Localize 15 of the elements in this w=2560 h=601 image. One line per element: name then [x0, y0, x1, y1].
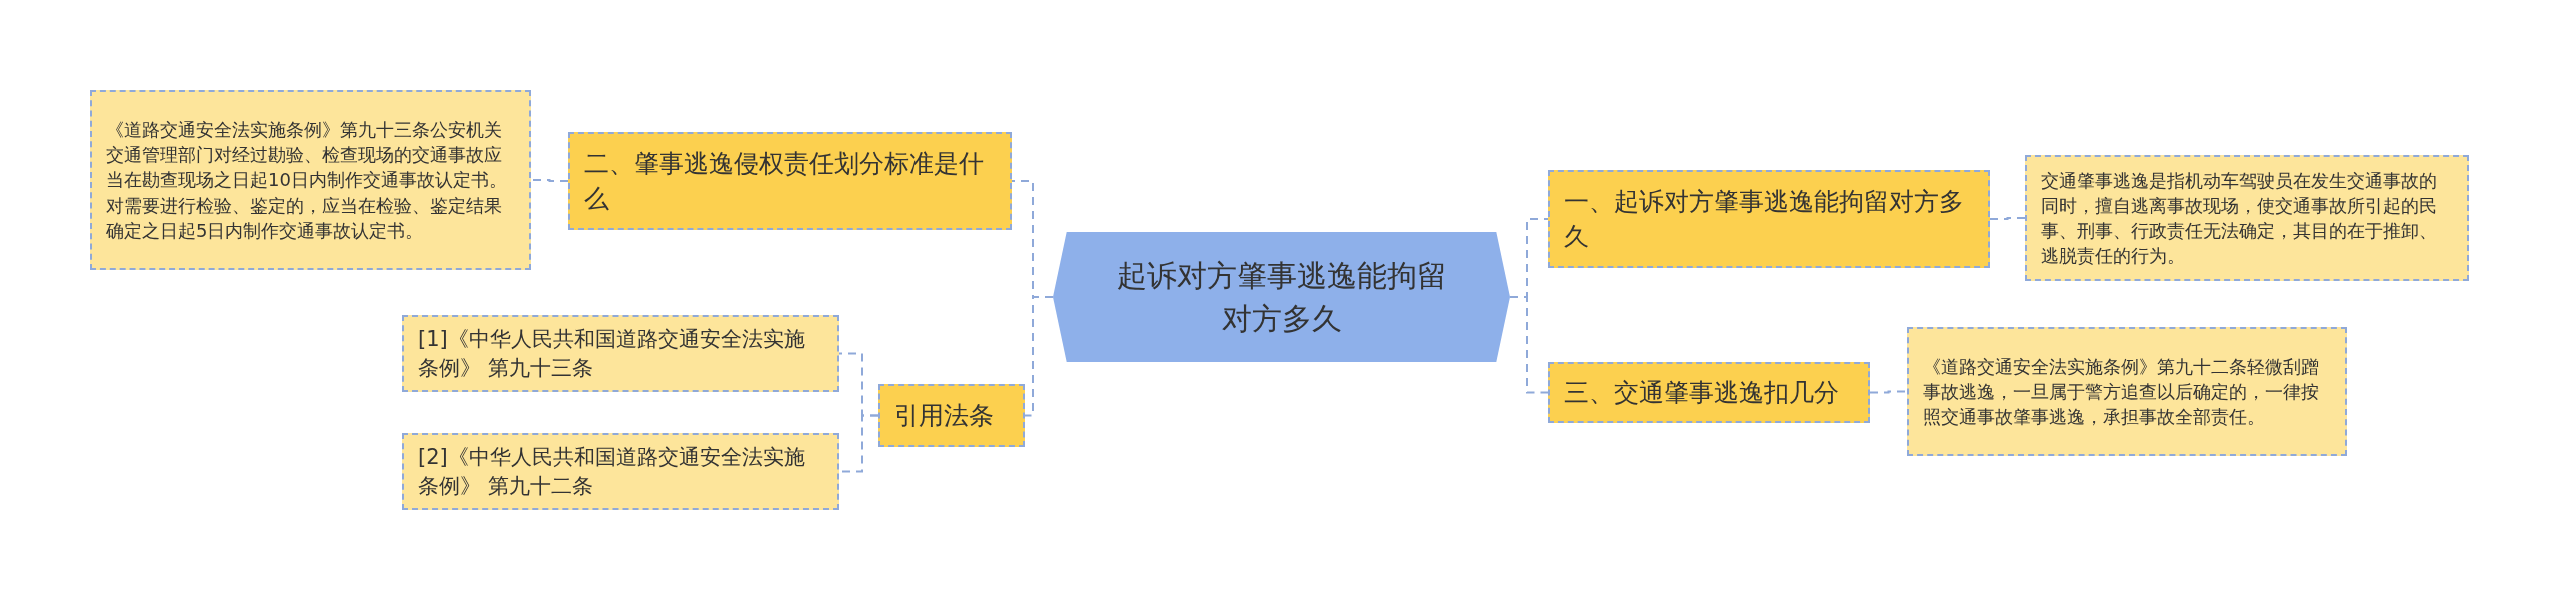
connector-line: [1869, 390, 1908, 394]
connector-line: [1989, 217, 2026, 220]
branch-box: 三、交通肇事逃逸扣几分: [1548, 362, 1870, 423]
connector-line: [1024, 296, 1054, 417]
branch-box: 引用法条: [878, 384, 1025, 447]
note-box: 交通肇事逃逸是指机动车驾驶员在发生交通事故的同时，擅自逃离事故现场，使交通事故所引起的民事、刑事、行政责任无法确定，其目的在于推卸、逃脱责任的行为。: [2025, 155, 2469, 281]
connector-line: [530, 179, 569, 182]
note-box: 《道路交通安全法实施条例》第九十三条公安机关交通管理部门对经过勘验、检查现场的交通事故应当在勘查现场之日起10日内制作交通事故认定书。对需要进行检验、鉴定的，应当在检验、鉴定结果确定之日起5日内制作交通事故认定书。: [90, 90, 531, 270]
branch-box: 二、肇事逃逸侵权责任划分标准是什么: [568, 132, 1012, 230]
note-box: 《道路交通安全法实施条例》第九十二条轻微刮蹭事故逃逸，一旦属于警方追查以后确定的，一律按照交通事故肇事逃逸，承担事故全部责任。: [1907, 327, 2347, 456]
note-box: [2]《中华人民共和国道路交通安全法实施条例》 第九十二条: [402, 433, 839, 510]
note-box: [1]《中华人民共和国道路交通安全法实施条例》 第九十三条: [402, 315, 839, 392]
topic-hexagon: 起诉对方肇事逃逸能拘留对方多久: [1053, 232, 1510, 362]
branch-box: 一、起诉对方肇事逃逸能拘留对方多久: [1548, 170, 1990, 268]
connector-line: [1509, 296, 1549, 394]
